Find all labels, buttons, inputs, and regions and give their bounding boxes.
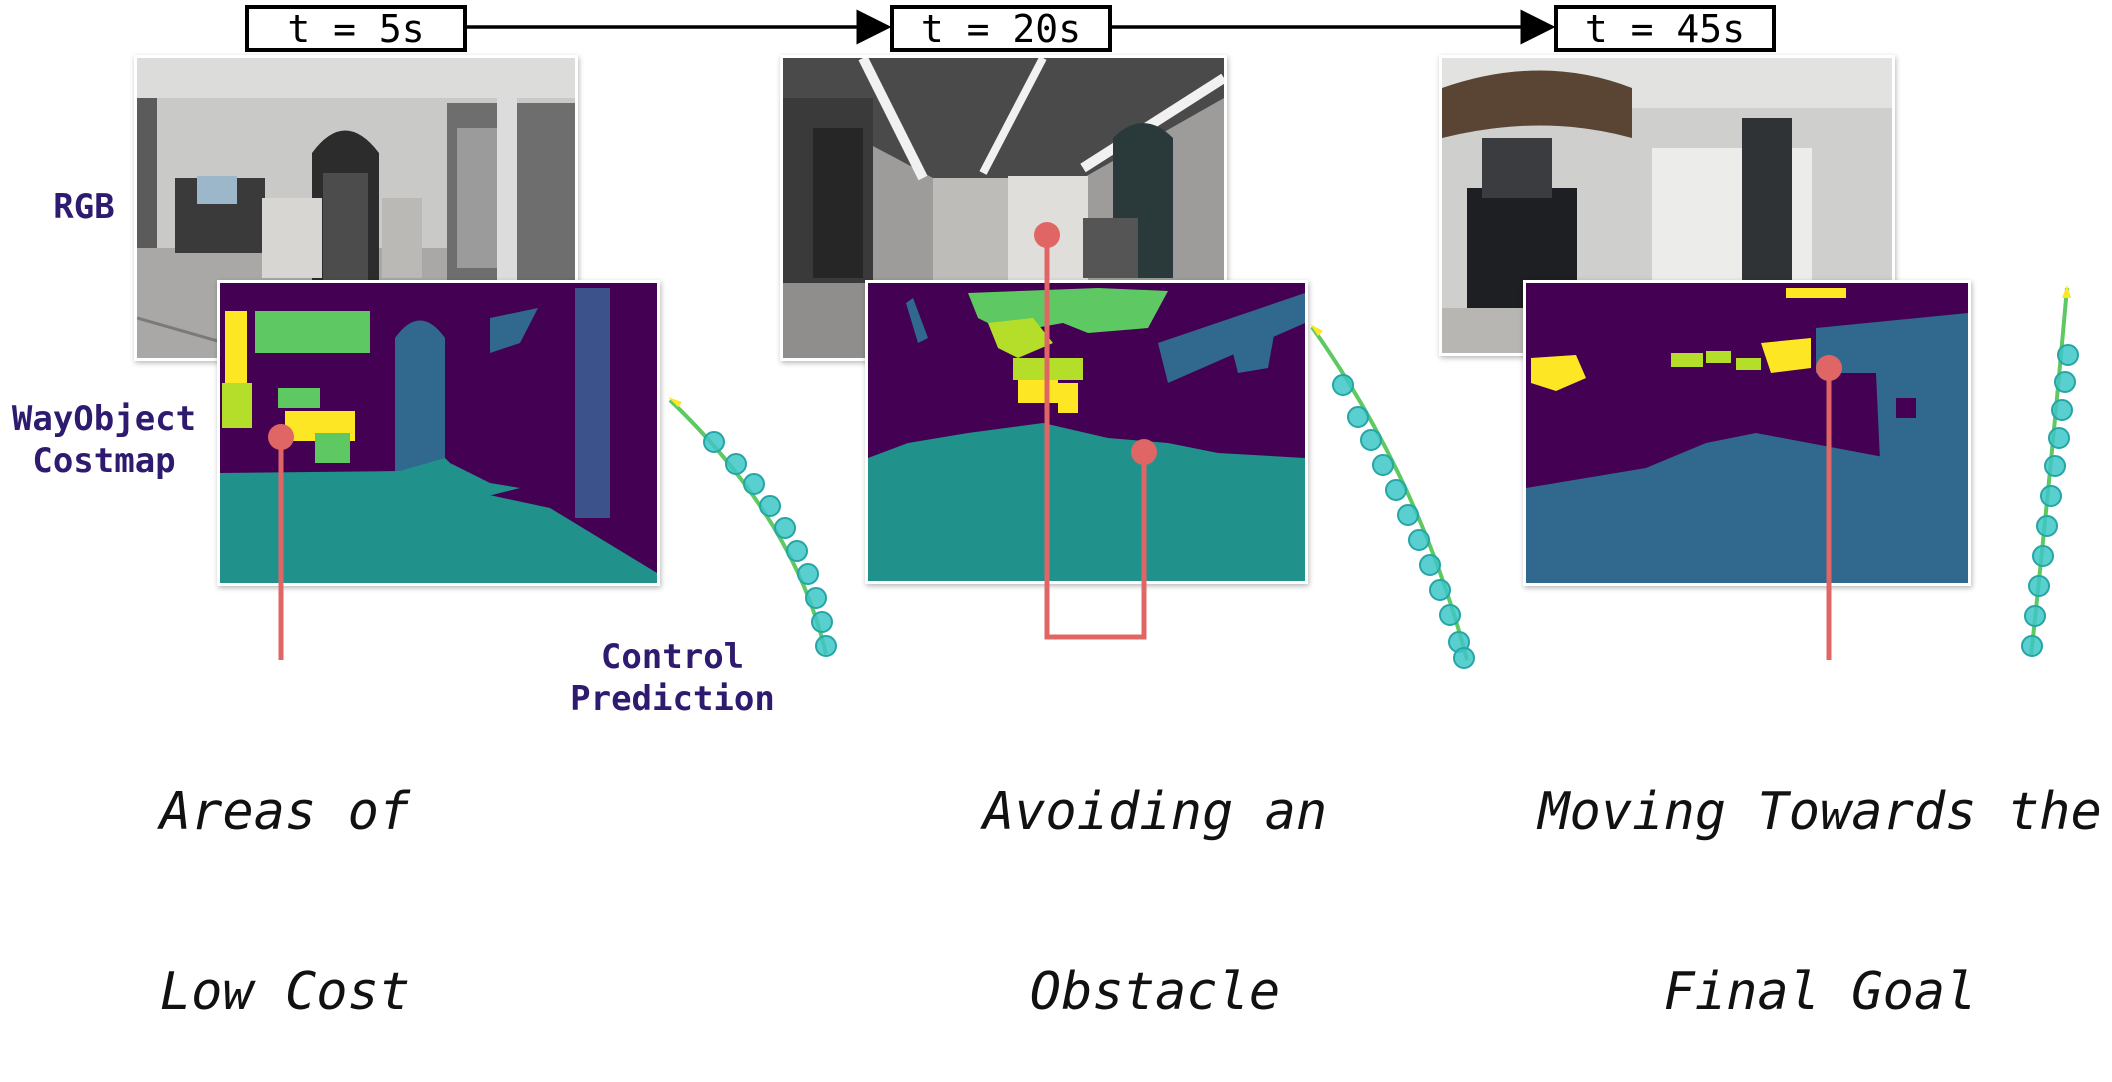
caption-2-line1: Avoiding an — [982, 782, 1328, 842]
costmap-2 — [868, 283, 1305, 581]
control-trajectory-2 — [1310, 324, 1475, 669]
caption-3: Moving Towards the Final Goal — [1535, 662, 2105, 1082]
timeline-arrows — [466, 9, 1556, 45]
control-prediction-label: Control Prediction — [555, 636, 790, 720]
control-trajectory-3 — [2021, 285, 2079, 657]
caption-2: Avoiding an Obstacle — [940, 662, 1370, 1082]
annotation-bracket-2 — [1044, 235, 1147, 640]
costmap-row-label-line1: WayObject — [11, 399, 197, 439]
time-label-2: t = 20s — [890, 5, 1112, 52]
annotation-point-2b — [1131, 439, 1157, 465]
costmap-row-label-line2: Costmap — [32, 441, 176, 481]
time-label-3: t = 45s — [1554, 5, 1776, 52]
annotation-point-2a — [1034, 222, 1060, 248]
time-label-1: t = 5s — [245, 5, 467, 52]
caption-3-line2: Final Goal — [1663, 962, 1977, 1022]
caption-1: Areas of Low Cost — [95, 662, 475, 1082]
costmap-3 — [1526, 283, 1968, 583]
caption-1-line1: Areas of — [159, 782, 411, 842]
caption-2-line2: Obstacle — [1029, 962, 1281, 1022]
control-trajectory-1 — [668, 397, 837, 657]
costmap-row-label: WayObject Costmap — [4, 398, 204, 482]
annotation-point-3 — [1816, 355, 1842, 381]
annotation-point-1 — [268, 424, 294, 450]
caption-3-line1: Moving Towards the — [1538, 782, 2102, 842]
control-prediction-label-line1: Control — [600, 637, 745, 677]
caption-1-line2: Low Cost — [159, 962, 411, 1022]
annotation-overlay — [268, 222, 2079, 669]
rgb-row-label: RGB — [53, 187, 115, 227]
control-prediction-label-line2: Prediction — [570, 679, 775, 719]
